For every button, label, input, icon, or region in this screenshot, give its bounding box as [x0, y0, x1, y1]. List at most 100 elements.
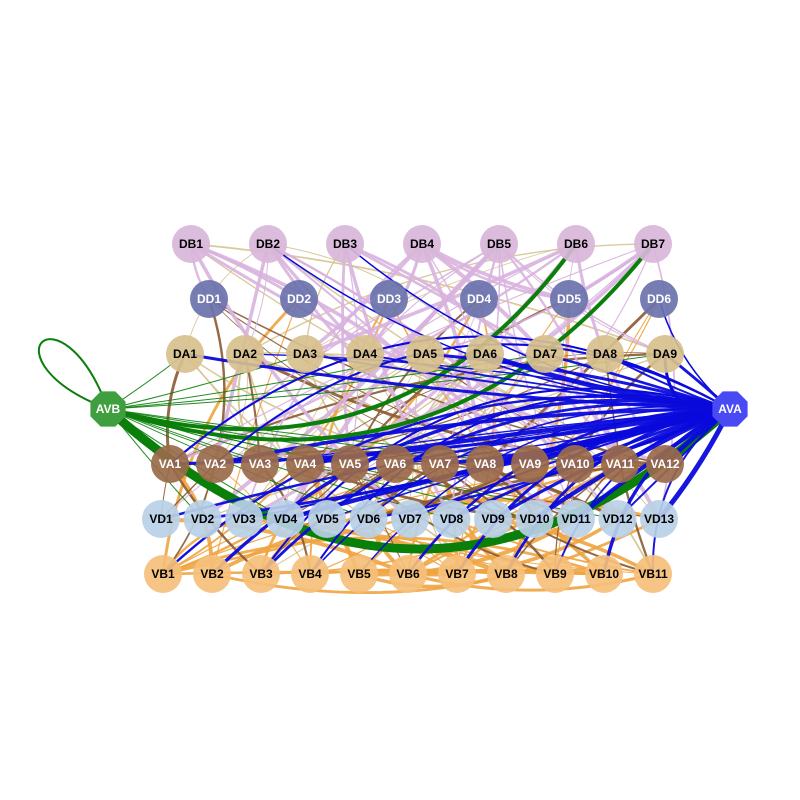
node-label: VA2 [204, 457, 227, 471]
edge-ava-vb10 [602, 407, 732, 576]
node-circle [598, 500, 637, 538]
node-label: VA1 [159, 457, 182, 471]
node-dd6: DD6 [640, 280, 678, 318]
node-vb1: VB1 [144, 555, 182, 593]
node-circle [226, 335, 264, 373]
edge-ava-db3 [344, 243, 731, 410]
node-circle [249, 225, 287, 263]
edge-db5-vd2 [200, 241, 502, 522]
node-circle [286, 335, 324, 373]
node-circle [346, 335, 384, 373]
node-circle [326, 225, 364, 263]
node-circle [151, 445, 189, 483]
node-circle [511, 445, 549, 483]
node-vd10: VD10 [515, 500, 554, 538]
node-dd5: DD5 [550, 280, 588, 318]
edge-db1-va9 [189, 242, 532, 466]
node-circle [190, 280, 228, 318]
edge-db5-va6 [394, 243, 500, 465]
edge-db3-da7 [343, 242, 547, 356]
node-da3: DA3 [286, 335, 324, 373]
node-vd1: VD1 [142, 500, 180, 538]
node-label: DA4 [353, 347, 377, 361]
node-circle [291, 555, 329, 593]
edge-vb11-vd9 [491, 517, 655, 576]
node-label: DB4 [410, 237, 434, 251]
node-circle [403, 225, 441, 263]
node-label: VB11 [638, 567, 668, 581]
node-vd2: VD2 [183, 500, 222, 538]
node-circle [480, 225, 518, 263]
node-label: VB8 [494, 567, 518, 581]
node-vd4: VD4 [266, 500, 305, 538]
node-circle [585, 555, 623, 593]
node-circle [172, 225, 210, 263]
node-avb: AVB [90, 391, 126, 427]
node-label: VB4 [298, 567, 322, 581]
node-label: VD11 [561, 512, 591, 526]
node-circle [586, 335, 624, 373]
node-label: VB2 [200, 567, 224, 581]
node-va1: VA1 [151, 445, 189, 483]
node-vd3: VD3 [225, 500, 263, 538]
edge-ava-va1 [169, 335, 731, 465]
edge-da1-vd4 [184, 353, 287, 520]
node-db6: DB6 [557, 225, 595, 263]
node-label: VD10 [519, 512, 549, 526]
node-label: DD4 [467, 292, 491, 306]
node-dd3: DD3 [370, 280, 408, 318]
node-va6: VA6 [376, 445, 414, 483]
node-circle [601, 445, 639, 483]
node-label: DB7 [641, 237, 665, 251]
node-circle [438, 555, 476, 593]
node-vb7: VB7 [438, 555, 476, 593]
edge-ava-vb8 [504, 407, 732, 576]
edge-ava-da1 [183, 352, 732, 411]
node-circle [389, 555, 427, 593]
node-label: VA12 [650, 457, 679, 471]
node-db5: DB5 [480, 225, 518, 263]
node-circle [646, 445, 684, 483]
node-label: VA7 [429, 457, 452, 471]
node-label: VD8 [440, 512, 464, 526]
node-dd2: DD2 [280, 280, 318, 318]
node-va8: VA8 [466, 445, 504, 483]
node-circle [640, 280, 678, 318]
node-vb9: VB9 [536, 555, 574, 593]
node-vb8: VB8 [487, 555, 525, 593]
node-label: DB6 [564, 237, 588, 251]
node-dd1: DD1 [190, 280, 228, 318]
node-circle [466, 335, 504, 373]
node-label: VB10 [589, 567, 619, 581]
node-label: VD7 [398, 512, 422, 526]
edge-avb-self-loop [37, 338, 109, 410]
edge-db6-vd11 [561, 243, 577, 520]
node-label: DD1 [197, 292, 221, 306]
node-circle [487, 555, 525, 593]
node-vd12: VD12 [598, 500, 637, 538]
node-label: DA8 [593, 347, 617, 361]
node-da4: DA4 [346, 335, 384, 373]
node-label: VD5 [315, 512, 339, 526]
node-circle [646, 335, 684, 373]
node-label: VD6 [357, 512, 381, 526]
node-label: DA1 [173, 347, 197, 361]
edge-va12-dd1 [208, 298, 666, 465]
node-label: VD9 [481, 512, 505, 526]
node-label: VA5 [339, 457, 362, 471]
node-label: AVB [96, 402, 121, 416]
node-label: VB7 [445, 567, 469, 581]
node-vb2: VB2 [193, 555, 231, 593]
node-circle [550, 280, 588, 318]
node-va4: VA4 [286, 445, 324, 483]
node-circle [460, 280, 498, 318]
node-va9: VA9 [511, 445, 549, 483]
node-circle [557, 500, 595, 538]
node-circle [225, 500, 263, 538]
node-label: DB1 [179, 237, 203, 251]
node-circle [634, 555, 672, 593]
node-label: DD5 [557, 292, 581, 306]
node-vd8: VD8 [432, 500, 471, 538]
node-da7: DA7 [526, 335, 564, 373]
